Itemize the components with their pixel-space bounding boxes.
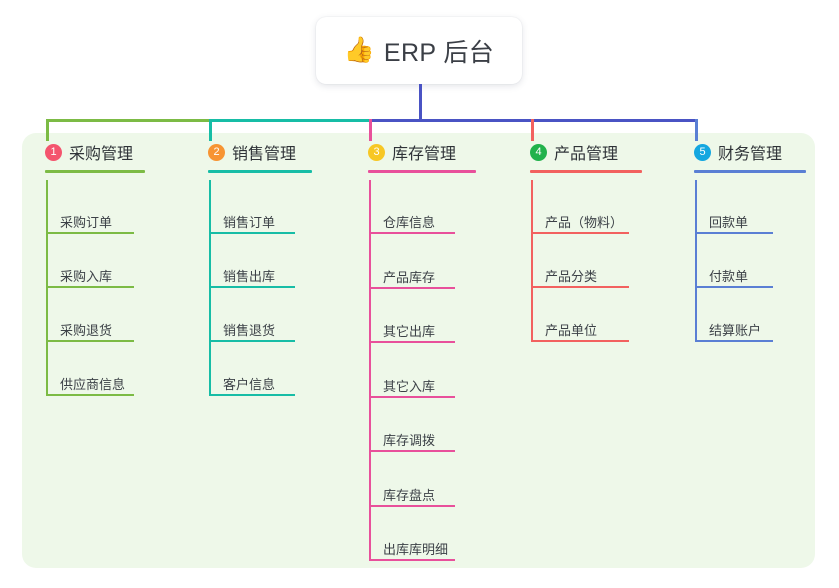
branch-title-2: 销售管理 [232, 146, 297, 163]
leaf-item-rule [46, 286, 134, 288]
leaf-item-label: 采购退货 [60, 323, 113, 338]
leaf-item-label: 回款单 [709, 215, 749, 230]
branch-underline-1 [45, 170, 145, 173]
leaf-item-label: 销售退货 [223, 323, 276, 338]
branch-underline-4 [530, 170, 642, 173]
branch-drop-4 [531, 119, 534, 141]
root-node[interactable]: 👍 ERP 后台 [316, 17, 522, 84]
leaf-item-label: 采购订单 [60, 215, 113, 230]
leaf-item-rule [695, 232, 773, 234]
leaf-item-label: 结算账户 [709, 323, 762, 338]
branch-title-1: 采购管理 [69, 146, 134, 163]
leaf-item-label: 采购入库 [60, 269, 113, 284]
leaf-item-label: 产品分类 [545, 269, 598, 284]
thumbs-up-icon: 👍 [343, 36, 375, 64]
branch-title-5: 财务管理 [718, 146, 783, 163]
leaf-item-label: 库存调拨 [383, 433, 436, 448]
branch-title-3: 库存管理 [392, 146, 457, 163]
leaf-item-rule [369, 232, 455, 234]
leaf-item-label: 库存盘点 [383, 487, 436, 503]
leaf-item-label: 产品库存 [383, 269, 436, 285]
leaf-item-label: 出库库明细 [383, 542, 449, 557]
leaf-item-rule [209, 286, 295, 288]
leaf-item-rule [369, 450, 455, 452]
leaf-item-rule [695, 286, 773, 288]
branch-drop-3 [369, 119, 372, 141]
leaf-item-rule [531, 232, 629, 234]
branch-badge-1: 1 [45, 144, 62, 161]
branch-spine-5 [695, 180, 697, 342]
branch-badge-2: 2 [208, 144, 225, 161]
branch-drop-1 [46, 119, 49, 141]
branch-underline-5 [694, 170, 806, 173]
leaf-item-rule [369, 341, 455, 343]
branch-spine-1 [46, 180, 48, 396]
branch-badge-3: 3 [368, 144, 385, 161]
branch-underline-2 [208, 170, 312, 173]
branch-spine-3 [369, 179, 371, 561]
leaf-item-label: 销售出库 [223, 269, 276, 284]
leaf-item-label: 仓库信息 [383, 215, 436, 230]
leaf-item-label: 供应商信息 [60, 377, 126, 392]
leaf-item-rule [369, 504, 455, 507]
leaf-item-rule [369, 559, 455, 561]
leaf-item-label: 产品（物料） [545, 215, 624, 230]
leaf-item-rule [531, 340, 629, 342]
leaf-item-label: 付款单 [709, 269, 749, 284]
leaf-item-rule [209, 340, 295, 342]
branch-underline-3 [368, 170, 476, 173]
branch-badge-4: 4 [530, 144, 547, 161]
leaf-item-rule [209, 232, 295, 234]
branch-badge-5: 5 [694, 144, 711, 161]
bus-segment-3 [369, 119, 534, 122]
bus-segment-2 [209, 119, 372, 122]
branch-spine-4 [531, 180, 533, 342]
branch-title-4: 产品管理 [554, 146, 619, 163]
leaf-item-label: 其它入库 [383, 378, 436, 394]
leaf-item-rule [369, 286, 455, 289]
diagram-panel [22, 133, 815, 568]
root-stem [419, 84, 422, 122]
branch-drop-5 [695, 119, 698, 141]
bus-segment-1 [46, 119, 212, 122]
leaf-item-label: 销售订单 [223, 215, 276, 230]
leaf-item-rule [46, 340, 134, 342]
leaf-item-rule [369, 395, 455, 398]
leaf-item-label: 产品单位 [545, 323, 598, 338]
leaf-item-rule [46, 394, 134, 396]
leaf-item-rule [695, 340, 773, 342]
root-node-title: ERP 后台 [383, 38, 495, 67]
branch-spine-2 [209, 180, 211, 396]
leaf-item-rule [209, 394, 295, 396]
leaf-item-rule [531, 286, 629, 288]
leaf-item-label: 客户信息 [223, 377, 276, 392]
branch-drop-2 [209, 119, 212, 141]
leaf-item-label: 其它出库 [383, 324, 436, 339]
leaf-item-rule [46, 232, 134, 234]
bus-segment-4 [531, 119, 698, 122]
